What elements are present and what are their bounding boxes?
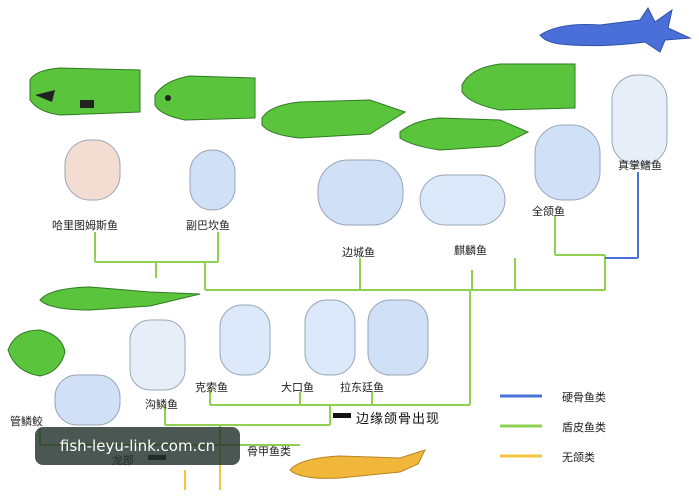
label-guanlin: 管鳞鲛 [10,415,43,428]
annotation-jaw-origin: 边缘颌骨出现 [356,412,441,427]
harrytomson-fish-illustration [29,67,141,116]
label-gujia: 骨甲鱼类 [247,445,291,458]
legend-swatches [500,394,542,458]
label-goulin: 沟鳞鱼 [145,398,178,411]
zhenzhang-fish-illustration [539,7,692,53]
quanhe-fish-illustration [461,63,576,111]
label-zhenzhang: 真掌鳍鱼 [618,159,662,172]
label-biancheng: 边城鱼 [342,246,375,259]
biancheng-fish-illustration [261,99,407,139]
legend-label-agnatha: 无颌类 [562,451,595,464]
tree-lines-green [39,215,606,446]
tree-lines-blue [605,172,639,259]
gujia-fish-illustration [289,449,426,479]
guanlin-fish-illustration [7,329,66,377]
legend-label-placodermi: 盾皮鱼类 [562,421,606,434]
jaw-origin-marker [333,413,351,418]
antiarch-fish-illustration [39,286,201,311]
jaw-illustrations [54,74,668,426]
label-qilin: 麒麟鱼 [454,244,487,257]
label-dakou: 大口鱼 [281,381,314,394]
label-fubakan: 副巴坎鱼 [186,219,230,232]
label-harrytomson: 哈里图姆斯鱼 [52,219,118,232]
qilin-fish-illustration [399,117,530,151]
label-ladongting: 拉东廷鱼 [340,381,384,394]
label-kesuo: 克索鱼 [195,381,228,394]
watermark-banner: fish-leyu-link.com.cn [35,427,240,465]
legend-label-osteichthyes: 硬骨鱼类 [562,391,606,404]
label-quanhe: 全颌鱼 [532,205,565,218]
fubakan-fish-illustration [154,75,256,121]
